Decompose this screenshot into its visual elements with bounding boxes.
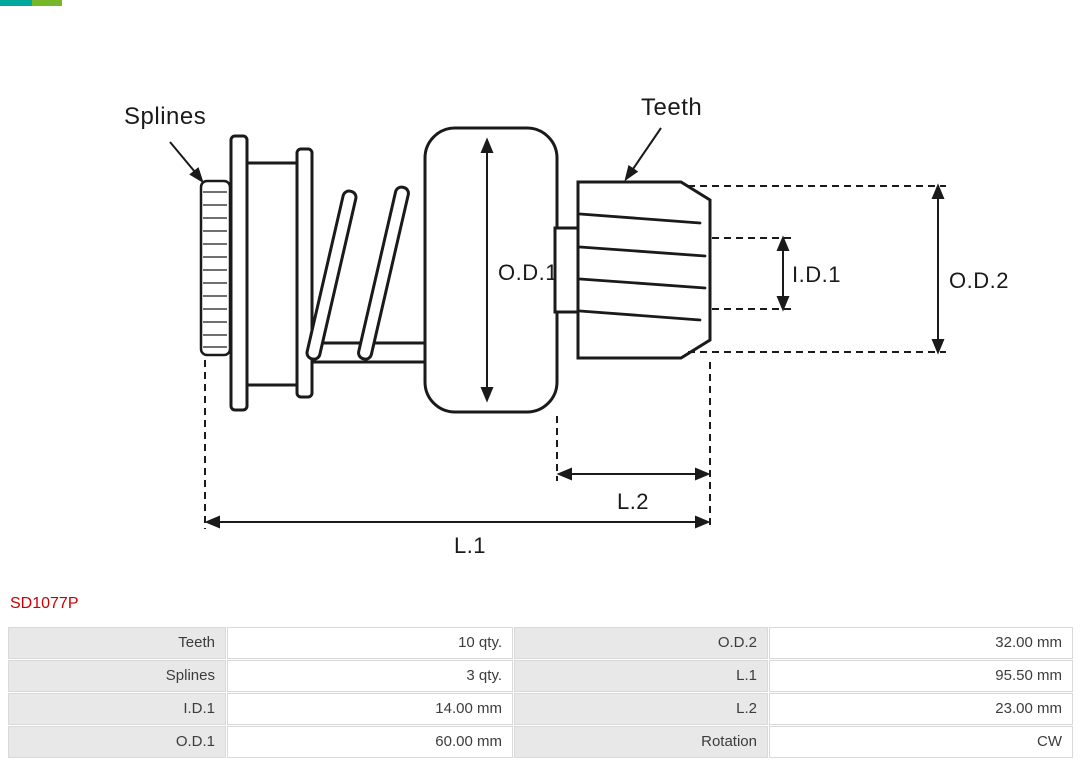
spec-splines-label: Splines bbox=[8, 660, 226, 692]
spec-table: Teeth 10 qty. O.D.2 32.00 mm Splines 3 q… bbox=[8, 627, 1073, 758]
splines-label: Splines bbox=[124, 103, 206, 130]
od2-label: O.D.2 bbox=[949, 268, 1009, 293]
spec-rotation-label: Rotation bbox=[514, 726, 768, 758]
flange-disc-front bbox=[229, 134, 249, 412]
dimension-arrow-id1 bbox=[776, 235, 790, 312]
spec-od1-value: 60.00 mm bbox=[227, 726, 513, 758]
technical-drawing: Splines Teeth O.D.1 I.D.1 O.D.2 L.2 L.1 bbox=[124, 94, 1009, 558]
l1-label: L.1 bbox=[454, 533, 486, 558]
spline-shaft bbox=[199, 179, 232, 357]
flange-hub bbox=[245, 161, 300, 387]
brand-logo-fragment bbox=[0, 0, 62, 6]
id1-label: I.D.1 bbox=[792, 262, 841, 287]
spec-od1-label: O.D.1 bbox=[8, 726, 226, 758]
od1-label: O.D.1 bbox=[498, 260, 558, 285]
l2-label: L.2 bbox=[617, 489, 649, 514]
dimension-arrow-l1 bbox=[204, 515, 711, 529]
spec-l1-label: L.1 bbox=[514, 660, 768, 692]
extension-lines bbox=[204, 185, 946, 529]
spec-teeth-value: 10 qty. bbox=[227, 627, 513, 659]
dimension-arrow-l2 bbox=[556, 467, 711, 481]
spline-hatching bbox=[203, 191, 227, 348]
spec-od2-label: O.D.2 bbox=[514, 627, 768, 659]
spec-teeth-label: Teeth bbox=[8, 627, 226, 659]
spring-coil-1 bbox=[305, 189, 358, 361]
pinion-neck bbox=[553, 226, 582, 314]
flange-disc-rear bbox=[295, 147, 314, 399]
dimension-arrow-od1 bbox=[480, 137, 494, 403]
spec-l2-value: 23.00 mm bbox=[769, 693, 1073, 725]
spec-l1-value: 95.50 mm bbox=[769, 660, 1073, 692]
pinion-gear bbox=[576, 180, 712, 360]
spec-id1-label: I.D.1 bbox=[8, 693, 226, 725]
spec-l2-label: L.2 bbox=[514, 693, 768, 725]
teeth-label: Teeth bbox=[641, 94, 702, 121]
spec-splines-value: 3 qty. bbox=[227, 660, 513, 692]
part-number: SD1077P bbox=[10, 595, 79, 612]
spec-rotation-value: CW bbox=[769, 726, 1073, 758]
spec-od2-value: 32.00 mm bbox=[769, 627, 1073, 659]
splines-callout-arrow bbox=[169, 141, 204, 184]
spring-coil-2 bbox=[357, 185, 410, 361]
dimension-arrow-od2 bbox=[931, 183, 945, 355]
spec-id1-value: 14.00 mm bbox=[227, 693, 513, 725]
gear-teeth-grooves bbox=[578, 212, 707, 322]
teeth-callout-arrow bbox=[624, 127, 662, 182]
